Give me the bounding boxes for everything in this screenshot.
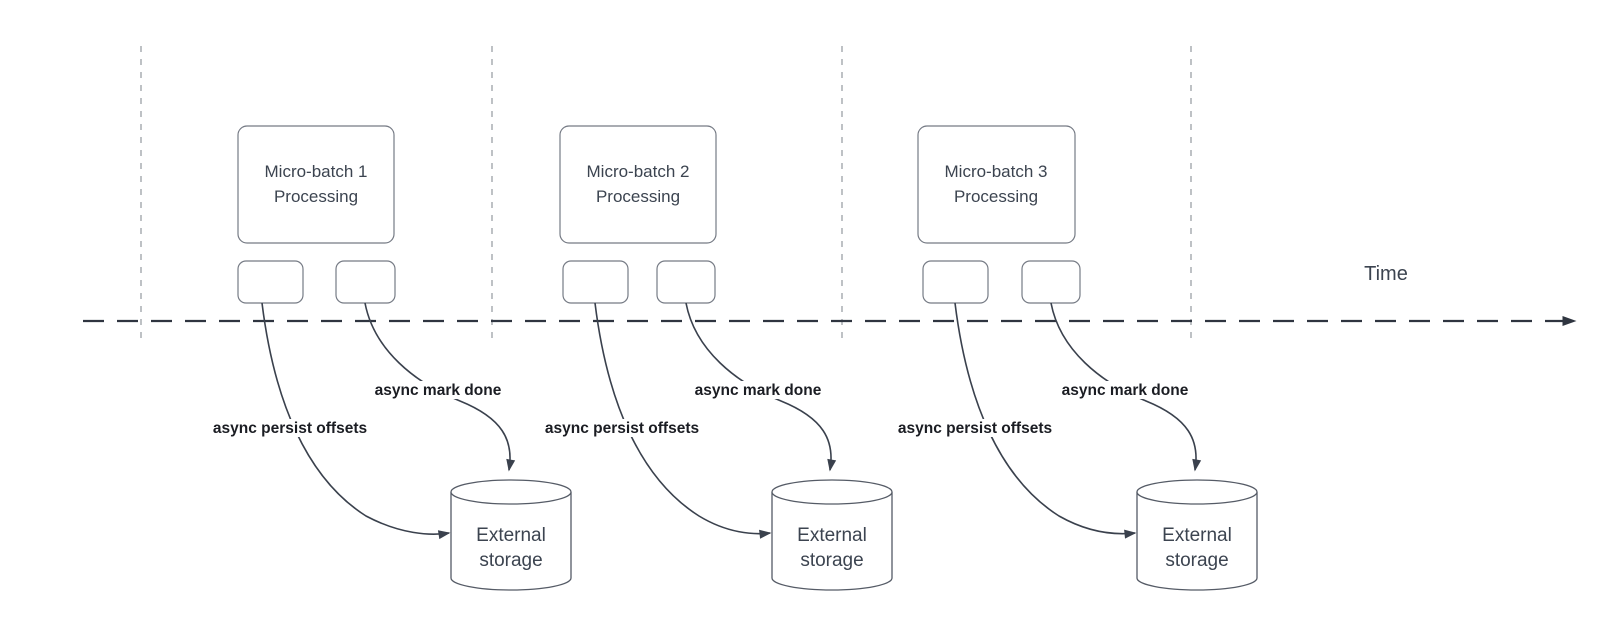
external-storage-label-line1: External bbox=[476, 525, 546, 546]
micro-batch-box-label-line2: Processing bbox=[596, 187, 680, 206]
mark-done-task-box bbox=[1021, 260, 1081, 304]
external-storage-cylinder: External storage bbox=[1136, 479, 1258, 591]
cylinder-top bbox=[1136, 479, 1258, 505]
persist-offsets-task-box bbox=[562, 260, 629, 304]
persist-offsets-label: async persist offsets bbox=[213, 420, 367, 437]
micro-batch-box bbox=[559, 125, 717, 244]
cylinder-top bbox=[771, 479, 893, 505]
mark-done-task-box bbox=[335, 260, 396, 304]
micro-batch-box-label-line2: Processing bbox=[274, 187, 358, 206]
mark-done-arrow bbox=[364, 302, 516, 472]
micro-batch-section-2: Micro-batch 2 Processing async mark done… bbox=[534, 125, 893, 591]
mark-done-label: async mark done bbox=[695, 382, 822, 399]
mark-done-arrow bbox=[685, 302, 837, 472]
micro-batch-box-label-line1: Micro-batch 2 bbox=[587, 162, 690, 181]
persist-offsets-arrow bbox=[261, 302, 451, 540]
time-axis-label: Time bbox=[1364, 263, 1408, 285]
label-backdrop bbox=[363, 381, 513, 399]
label-backdrop bbox=[534, 419, 710, 437]
external-storage-label-line1: External bbox=[797, 525, 867, 546]
cylinder-top bbox=[450, 479, 572, 505]
persist-offsets-task-box bbox=[237, 260, 304, 304]
persist-offsets-arrow bbox=[594, 302, 772, 539]
micro-batch-box bbox=[237, 125, 395, 244]
external-storage-label-line2: storage bbox=[1165, 550, 1228, 571]
external-storage-cylinder: External storage bbox=[450, 479, 572, 591]
external-storage-label-line2: storage bbox=[479, 550, 542, 571]
cylinder-body bbox=[450, 492, 572, 591]
external-storage-label-line1: External bbox=[1162, 525, 1232, 546]
mark-done-label: async mark done bbox=[1062, 382, 1189, 399]
external-storage-cylinder: External storage bbox=[771, 479, 893, 591]
cylinder-body bbox=[771, 492, 893, 591]
external-storage-label-line2: storage bbox=[800, 550, 863, 571]
persist-offsets-task-box bbox=[922, 260, 989, 304]
mark-done-task-box bbox=[656, 260, 716, 304]
persist-offsets-arrow bbox=[954, 302, 1137, 539]
mark-done-arrow bbox=[1050, 302, 1202, 472]
micro-batch-box-label-line2: Processing bbox=[954, 187, 1038, 206]
label-backdrop bbox=[683, 381, 833, 399]
cylinder-body bbox=[1136, 492, 1258, 591]
persist-offsets-label: async persist offsets bbox=[898, 420, 1052, 437]
micro-batch-box-label-line1: Micro-batch 3 bbox=[945, 162, 1048, 181]
mark-done-label: async mark done bbox=[375, 382, 502, 399]
label-backdrop bbox=[202, 419, 378, 437]
persist-offsets-label: async persist offsets bbox=[545, 420, 699, 437]
micro-batch-box-label-line1: Micro-batch 1 bbox=[265, 162, 368, 181]
label-backdrop bbox=[887, 419, 1063, 437]
micro-batch-box bbox=[917, 125, 1076, 244]
micro-batch-section-3: Micro-batch 3 Processing async mark done… bbox=[887, 125, 1258, 591]
micro-batch-section-1: Micro-batch 1 Processing async mark done… bbox=[202, 125, 572, 591]
label-backdrop bbox=[1050, 381, 1200, 399]
